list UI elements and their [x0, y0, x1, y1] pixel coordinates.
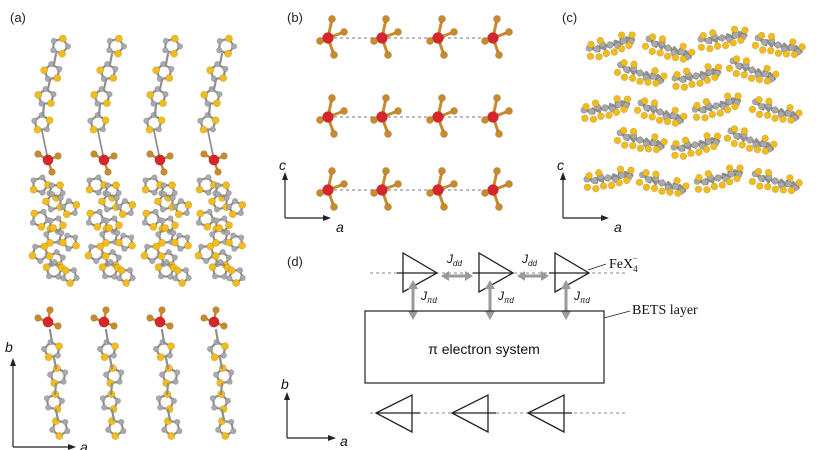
jdd-arrow-1	[441, 271, 473, 281]
panel-b-axis-a-label: a	[336, 219, 344, 235]
bets-molecule	[671, 63, 723, 91]
pi-electron-system-box	[364, 310, 605, 384]
jpid-label-1: Jπd	[420, 289, 437, 305]
panel-c-bets-layer	[580, 25, 806, 197]
bets-chain-1	[28, 34, 81, 440]
jpid-arrow-3	[561, 280, 571, 320]
bets-molecule	[748, 167, 803, 195]
anion-row-1	[316, 15, 513, 59]
fex4-anion	[370, 15, 402, 59]
jdd-arrow-2	[517, 271, 549, 281]
bets-molecule	[585, 31, 636, 61]
fex4-anion	[481, 167, 513, 211]
anion-row-3	[316, 167, 513, 211]
panel-a-axis-a-label: a	[80, 439, 88, 450]
panel-a-axes: b a	[5, 339, 88, 450]
bets-chain-2	[84, 34, 137, 440]
bets-layer-label: BETS layer	[632, 303, 698, 318]
jpid-arrow-1	[408, 280, 418, 320]
anion-row-2	[316, 94, 513, 138]
panel-a-axis-b-label: b	[5, 339, 13, 355]
jpid-label-2: Jπd	[497, 289, 514, 305]
bets-molecule	[633, 97, 688, 127]
anion-triangle-lower-2	[450, 393, 496, 434]
panel-c-axes: c a	[557, 157, 622, 235]
fex4-anion	[370, 167, 402, 211]
anion-triangle-lower-3	[526, 393, 572, 434]
anion-triangle-upper-1	[397, 251, 439, 294]
bets-molecule	[748, 96, 803, 124]
fex4-anion	[426, 15, 458, 59]
bets-molecule	[583, 165, 635, 193]
fex4-anion	[316, 15, 348, 59]
bets-molecule	[670, 132, 722, 160]
bets-molecule	[580, 95, 632, 123]
bets-molecule	[635, 169, 690, 197]
fex4-anion	[426, 167, 458, 211]
bets-molecule	[751, 31, 806, 59]
fex4-pointer	[587, 263, 607, 271]
panel-c-label: (c)	[562, 10, 577, 25]
jpid-label-3: Jπd	[573, 289, 590, 305]
jdd-label-1: Jdd	[446, 252, 462, 268]
jdd-label-2: Jdd	[521, 252, 537, 268]
fex4-anion	[426, 94, 458, 138]
panel-b-axes: c a	[279, 157, 344, 235]
bets-molecule	[691, 92, 742, 122]
panel-d-axis-a-label: a	[340, 433, 348, 449]
fex4-anion	[481, 94, 513, 138]
pi-electron-system-label: π electron system	[428, 341, 540, 357]
bets-molecule	[613, 126, 668, 154]
bets-molecule	[723, 125, 778, 155]
panel-a-label: (a)	[10, 10, 26, 25]
panel-d-label: (d)	[287, 254, 303, 269]
panel-c-axis-c-label: c	[557, 157, 564, 173]
anion-triangle-upper-3	[549, 251, 591, 294]
bets-chain-4	[194, 34, 247, 440]
panel-b-label: (b)	[287, 10, 303, 25]
fex4-anion	[370, 94, 402, 138]
anion-triangle-lower-1	[374, 393, 420, 434]
fex4-anion	[316, 94, 348, 138]
bets-molecule	[725, 55, 780, 85]
panel-c-axis-a-label: a	[614, 219, 622, 235]
bets-molecule	[613, 59, 668, 87]
bets-molecule	[641, 33, 696, 63]
fex4-label: FeX4−	[609, 253, 638, 274]
bets-chain-3	[140, 34, 193, 440]
bets-molecule	[693, 164, 744, 194]
fex4-anion	[481, 15, 513, 59]
panel-d-axes: b a	[281, 376, 348, 449]
panel-b-anion-layers	[316, 15, 513, 211]
bets-molecule	[697, 25, 749, 53]
panel-d-schematic: Jdd Jdd Jπd Jπd Jπd π electron system Fe…	[364, 251, 698, 434]
bets-layer-pointer	[603, 310, 631, 319]
fex4-anion	[316, 167, 348, 211]
anion-triangle-upper-2	[473, 251, 515, 294]
panel-b-axis-c-label: c	[279, 157, 286, 173]
panel-a-crystal-structure	[28, 34, 247, 440]
jpid-arrow-2	[485, 280, 495, 320]
panel-d-axis-b-label: b	[281, 376, 289, 392]
